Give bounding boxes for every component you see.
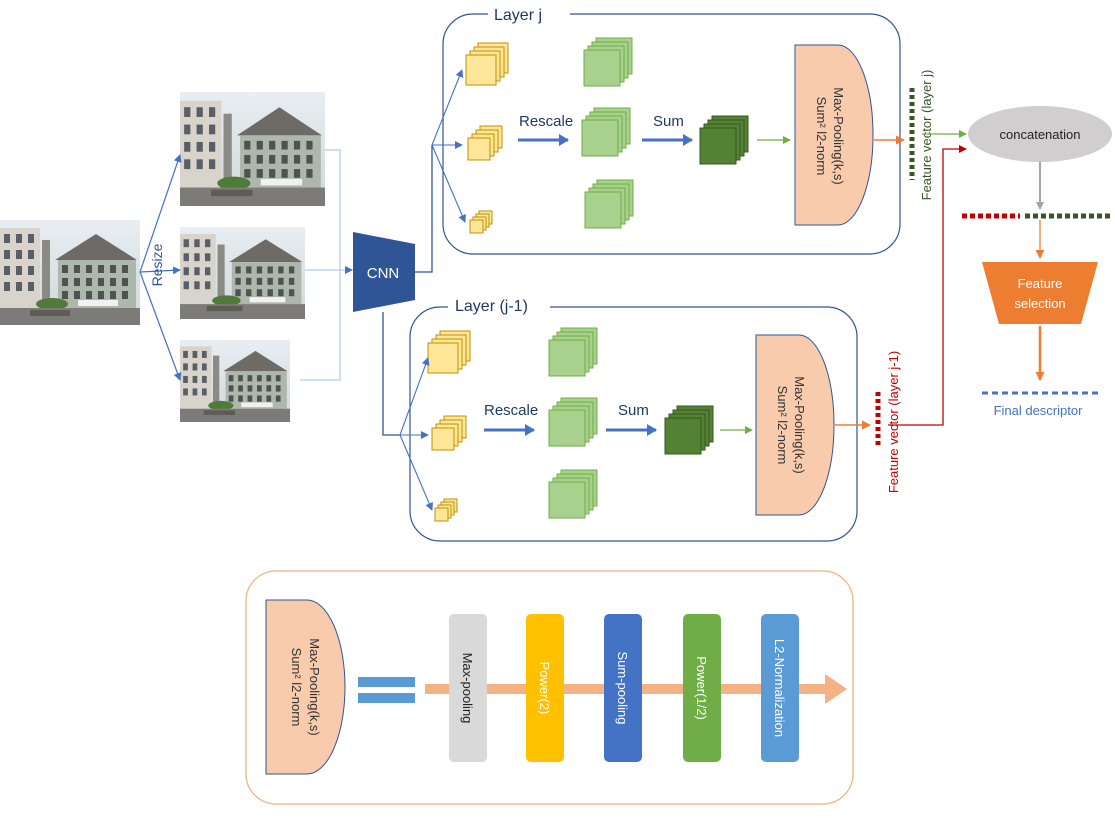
pipeline-step: Power(1/2) — [683, 614, 721, 762]
pipeline-step-box — [526, 614, 564, 762]
layer-j-map-large — [465, 42, 509, 86]
layer-j-rescaled-mid — [581, 107, 631, 157]
pipeline-step-label: Power(2) — [537, 662, 552, 715]
pipeline-step-box — [761, 614, 799, 762]
layer-j-fan-arrows — [431, 69, 466, 223]
pipeline-step-label: L2-Normalization — [772, 639, 787, 737]
sum-label-j: Sum — [653, 113, 684, 130]
layer-j-rescaled-top — [583, 37, 633, 87]
pooling-block-j1 — [755, 334, 835, 516]
rescale-label-j: Rescale — [519, 113, 573, 130]
layer-j1-fan-arrows — [399, 357, 433, 511]
pipeline-arrow-head — [825, 674, 847, 704]
feature-vector-j1-label: Feature vector (layer j-1) — [886, 351, 901, 493]
layer-j1-map-large — [427, 330, 471, 374]
fv-j1-to-concat-arrow — [888, 145, 967, 426]
concatenation-node — [968, 106, 1112, 162]
pipeline-box — [245, 570, 854, 805]
pooling-j-line2: Sum² l2-norm — [814, 97, 829, 176]
pipeline-step: Max-pooling — [449, 614, 487, 762]
equals-sign-top — [358, 677, 415, 687]
layer-j-map-small — [469, 210, 493, 234]
pipeline-step-label: Sum-pooling — [615, 652, 630, 725]
resize-label: Resize — [149, 243, 165, 286]
input-photo — [0, 220, 140, 325]
cnn-branch-lines — [382, 145, 433, 436]
pipeline-pooling-block — [265, 599, 346, 775]
layer-j-summed — [699, 115, 749, 165]
layer-j1-map-small — [434, 498, 458, 522]
pipeline-step: Power(2) — [526, 614, 564, 762]
feature-selection-block — [982, 262, 1098, 324]
pipeline-steps: Max-pooling Power(2) Sum-pooling Power(1/2)… — [449, 614, 799, 762]
cnn-label: CNN — [367, 265, 400, 282]
rescale-sum-arrows — [484, 134, 693, 436]
resize-arrows — [139, 154, 182, 381]
pipeline-step-label: Power(1/2) — [694, 656, 709, 720]
pipeline-pooling-line1: Max-Pooling(k,s) — [307, 638, 322, 736]
layer-j1-title: Layer (j-1) — [455, 298, 528, 315]
pipeline-step-box — [683, 614, 721, 762]
layer-j1-rescaled-bottom — [548, 469, 598, 519]
final-descriptor-label: Final descriptor — [994, 403, 1084, 418]
scaled-photo-small — [180, 340, 290, 422]
feature-selection-line2: selection — [1014, 296, 1065, 311]
pipeline-step: L2-Normalization — [761, 614, 799, 762]
feature-map-stacks — [427, 37, 749, 522]
feature-vector-j-label: Feature vector (layer j) — [919, 70, 934, 201]
pooling-j1-line2: Sum² l2-norm — [775, 386, 790, 465]
pipeline-step-box — [449, 614, 487, 762]
pooling-j1-line1: Max-Pooling(k,s) — [792, 376, 807, 474]
layer-j-box — [442, 13, 901, 255]
pipeline-step-label: Max-pooling — [460, 653, 475, 724]
concatenation-label: concatenation — [1000, 127, 1081, 142]
layer-j-map-medium — [467, 125, 503, 161]
layer-j1-map-medium — [431, 415, 467, 451]
scaled-photo-medium — [180, 227, 305, 319]
scale-to-cnn-lines — [300, 149, 353, 381]
pipeline-pooling-line2: Sum² l2-norm — [289, 648, 304, 727]
pooling-out-arrows — [835, 135, 905, 430]
layer-j1-rescaled-mid — [548, 397, 598, 447]
scaled-photo-large — [180, 92, 325, 206]
layer-j1-summed — [664, 405, 714, 455]
layer-j1-box — [409, 306, 858, 542]
pooling-j-line1: Max-Pooling(k,s) — [831, 87, 846, 185]
to-pooling-arrows — [720, 136, 791, 434]
pooling-block-j — [794, 44, 874, 226]
equals-sign-bottom — [358, 693, 415, 703]
layer-j1-rescaled-top — [548, 327, 598, 377]
sum-label-j1: Sum — [618, 402, 649, 419]
input-photos — [0, 92, 325, 422]
rescale-label-j1: Rescale — [484, 402, 538, 419]
layer-j-rescaled-bottom — [584, 179, 634, 229]
feature-selection-line1: Feature — [1018, 276, 1063, 291]
pipeline-step-box — [604, 614, 642, 762]
pipeline-step: Sum-pooling — [604, 614, 642, 762]
cnn-block — [353, 232, 415, 312]
layer-j-title: Layer j — [494, 7, 542, 24]
